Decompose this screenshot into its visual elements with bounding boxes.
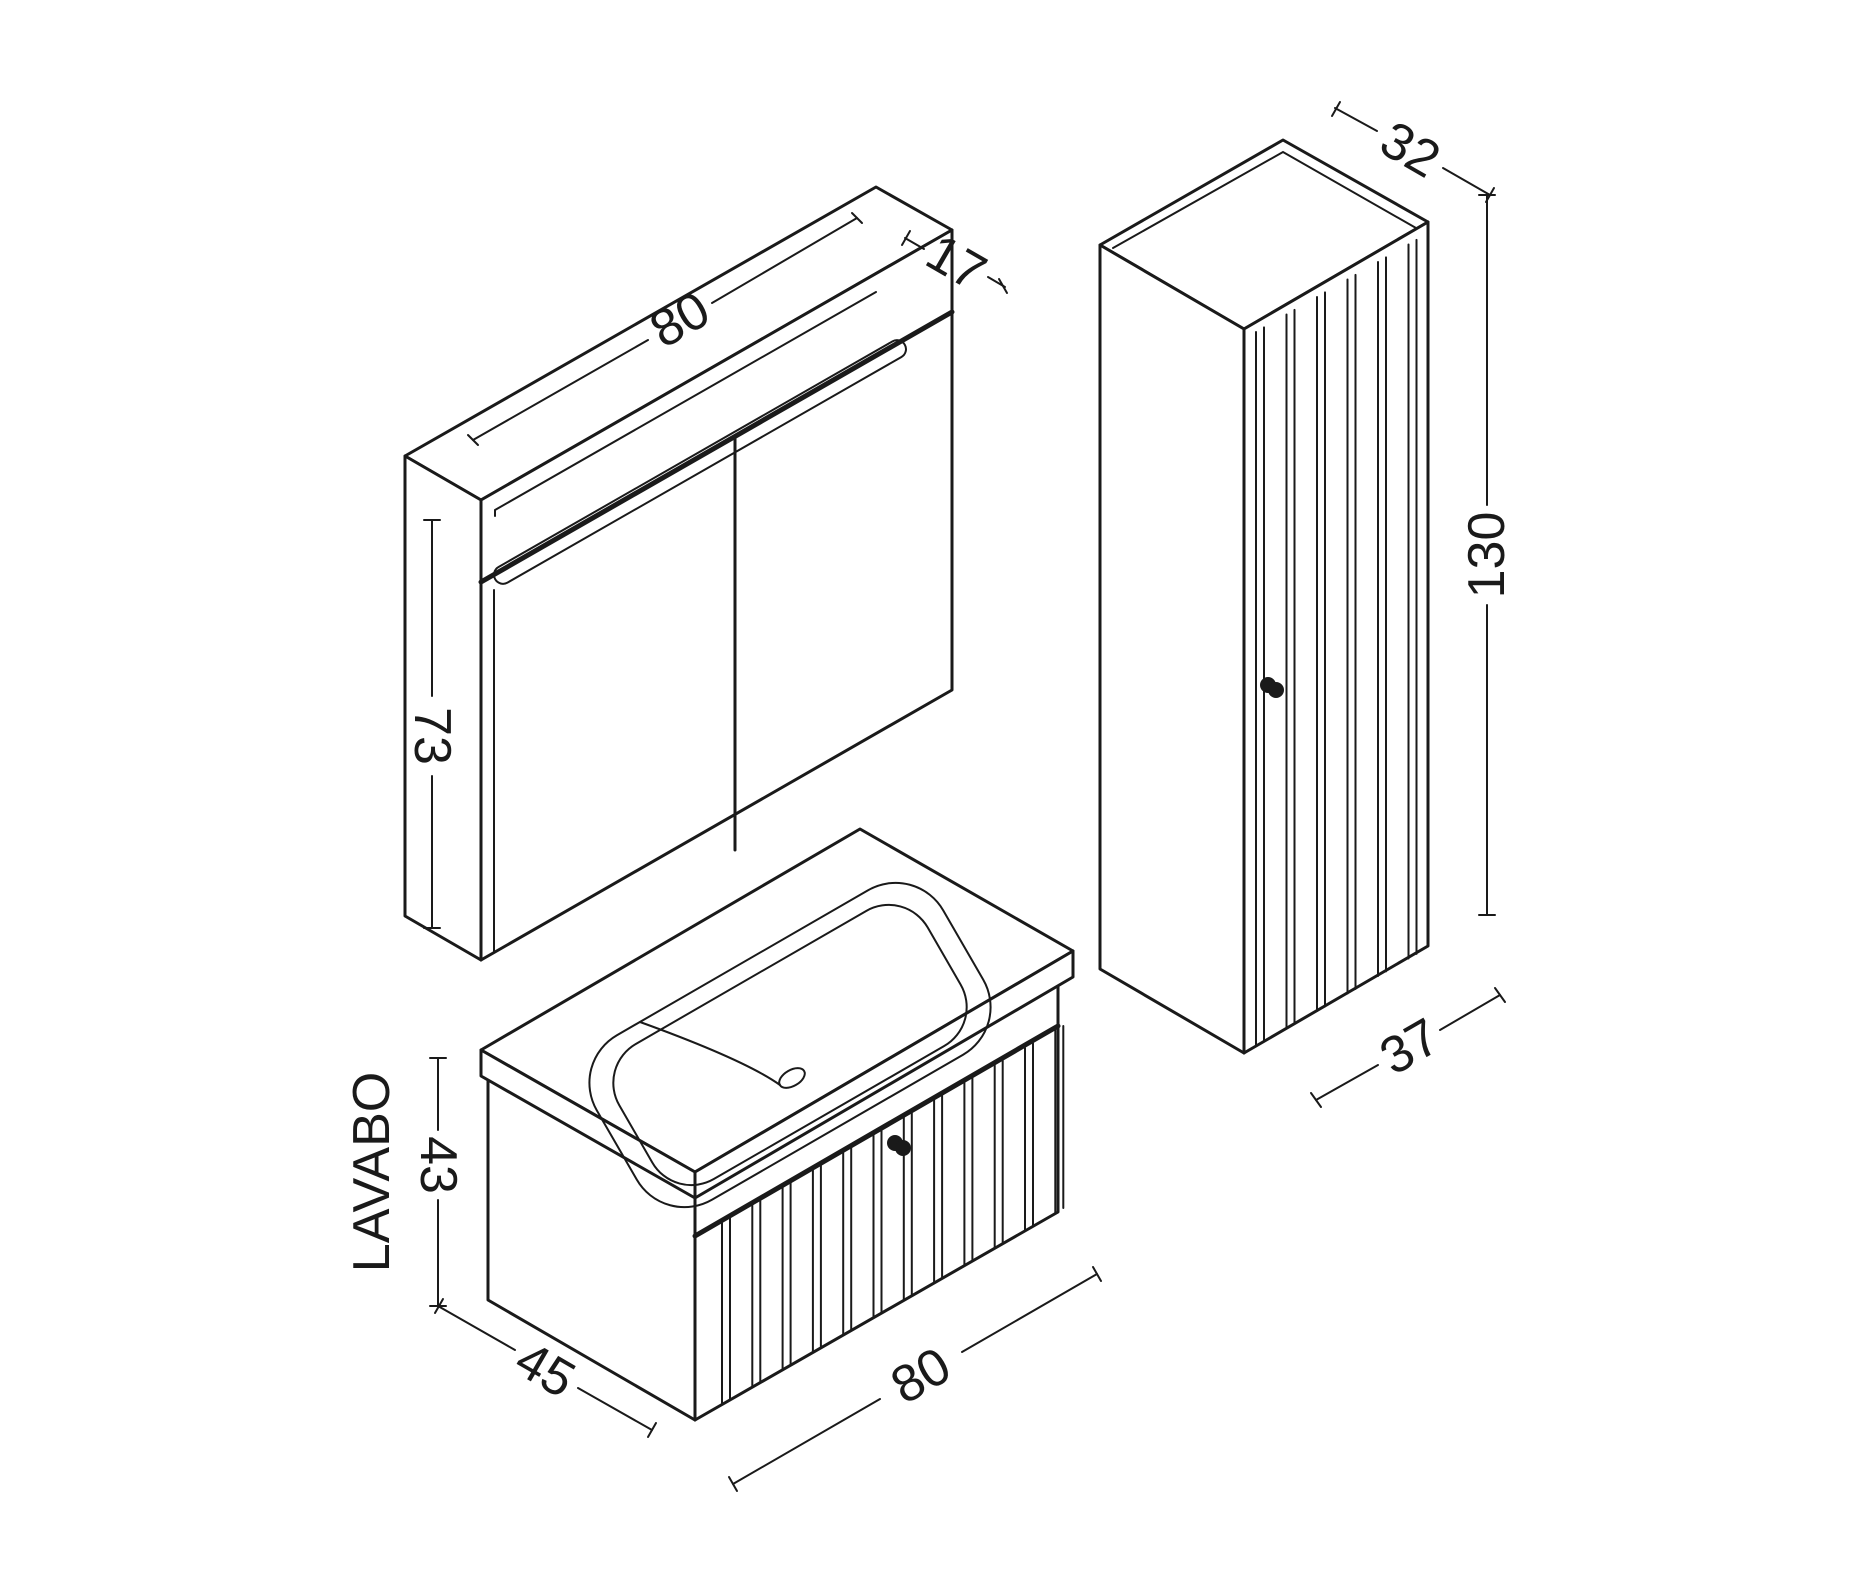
washbasin-door-knob	[887, 1135, 911, 1156]
label-washbasin-title: LAVABO	[343, 1072, 401, 1272]
column-top-inner-rim	[1112, 150, 1417, 249]
column-slats	[1255, 238, 1418, 1047]
washbasin-slats	[721, 1025, 1065, 1405]
column-front	[1242, 220, 1430, 1055]
label-washbasin-height: 43	[409, 1136, 467, 1194]
column-side	[1098, 243, 1246, 1055]
label-column-width: 37	[1370, 1007, 1449, 1086]
washbasin-unit	[479, 827, 1075, 1422]
dim-column-width: 37	[1310, 987, 1506, 1108]
mirror-cabinet	[403, 185, 955, 962]
basin-inner-rim	[612, 903, 968, 1187]
column-door-knob	[1260, 677, 1284, 698]
label-washbasin-width: 80	[881, 1336, 960, 1415]
basin-outer-rim	[588, 881, 992, 1209]
tall-column-cabinet	[1098, 138, 1430, 1055]
label-column-height: 130	[1458, 512, 1516, 599]
label-mirror-height: 73	[403, 707, 461, 765]
basin-drain	[778, 1067, 806, 1089]
mirror-light-bar	[493, 339, 907, 585]
mirror-light-strip	[478, 309, 955, 585]
basin-bowl	[588, 881, 992, 1209]
dim-mirror-height: 73	[403, 519, 461, 929]
basin-slope	[639, 1021, 781, 1086]
mirror-cabinet-inner-rim	[494, 291, 877, 517]
label-column-depth: 32	[1370, 110, 1449, 189]
dim-washbasin-height: 43	[409, 1057, 467, 1307]
mirror-cabinet-front	[479, 228, 954, 962]
dim-column-height: 130	[1458, 194, 1516, 916]
washbasin-drawer-line	[692, 1023, 1061, 1239]
